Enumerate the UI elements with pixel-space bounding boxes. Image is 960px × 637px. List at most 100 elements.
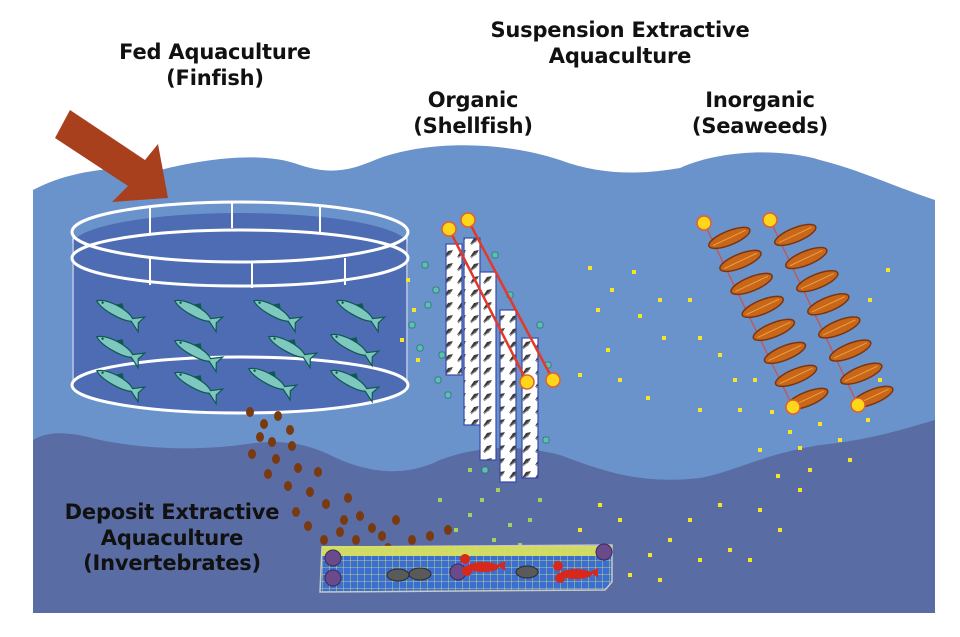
inorganic-particle [848, 458, 852, 462]
particle [492, 538, 496, 542]
shellfish-particle [438, 351, 446, 359]
particle [538, 498, 542, 502]
inorganic-particle [658, 298, 662, 302]
label-organic-shellfish: Organic (Shellfish) [388, 88, 558, 139]
inorganic-particle [770, 410, 774, 414]
organic-particle [286, 425, 294, 435]
organic-particle [246, 407, 254, 417]
organic-particle [444, 525, 452, 535]
inorganic-particle [588, 266, 592, 270]
label-deposit-extractive: Deposit Extractive Aquaculture (Inverteb… [22, 500, 322, 577]
seaweed-blade-icon [773, 223, 817, 247]
inorganic-particle [718, 353, 722, 357]
particle [468, 513, 472, 517]
fish-icon [335, 299, 387, 334]
fish-icon [173, 339, 225, 374]
seaweed-blade-icon [774, 364, 818, 388]
buoy-icon [519, 374, 535, 390]
inorganic-particle [578, 373, 582, 377]
inorganic-particle [838, 438, 842, 442]
fish-icon [95, 335, 147, 370]
organic-particle [294, 463, 302, 473]
organic-particle [344, 493, 352, 503]
organic-particle [322, 499, 330, 509]
organic-particle [272, 454, 280, 464]
sea-urchin-icon [324, 549, 342, 567]
sea-cucumber-icon [386, 568, 410, 582]
seaweed-blade-icon [719, 249, 762, 273]
organic-particle [368, 523, 376, 533]
organic-particle [426, 531, 434, 541]
label-line: Aquaculture [548, 43, 692, 68]
shellfish-particle [481, 466, 489, 474]
seaweed-blade-icon [752, 318, 796, 342]
inorganic-particle [648, 553, 652, 557]
seaweed-blade-icon [806, 293, 850, 316]
label-line: (Finfish) [166, 65, 264, 90]
particle [528, 518, 532, 522]
inorganic-particle [798, 488, 802, 492]
inorganic-particle [758, 448, 762, 452]
seaweed-blade-icon [708, 226, 751, 250]
inorganic-particle [646, 396, 650, 400]
inorganic-particle [412, 308, 416, 312]
organic-particle [288, 441, 296, 451]
finfish-net-pen [70, 200, 410, 415]
inorganic-particle [886, 268, 890, 272]
label-line: (Seaweeds) [691, 113, 829, 138]
seaweed-blade-icon [784, 246, 828, 270]
label-line: Deposit Extractive [64, 500, 280, 524]
shellfish-particle [421, 261, 429, 269]
inorganic-particle [776, 474, 780, 478]
organic-particle [306, 487, 314, 497]
inorganic-particle [628, 573, 632, 577]
organic-particle [304, 521, 312, 531]
shellfish-particle [408, 321, 416, 329]
inorganic-particle [662, 336, 666, 340]
seaweed-blade-icon [828, 339, 872, 362]
sea-cucumber-icon [408, 567, 432, 581]
inorganic-particle [688, 298, 692, 302]
sea-urchin-icon [595, 543, 613, 561]
shellfish-particle [424, 301, 432, 309]
fish-icon [95, 299, 147, 334]
label-line: Inorganic [705, 88, 815, 112]
buoy-icon [441, 221, 457, 237]
inorganic-particle [733, 378, 737, 382]
seaweed-blade-icon [795, 269, 839, 293]
label-suspension-extractive: Suspension Extractive Aquaculture [455, 18, 785, 69]
organic-particle [256, 432, 264, 442]
shellfish-particle [444, 391, 452, 399]
buoy-icon [762, 212, 778, 228]
particle [508, 523, 512, 527]
inorganic-particle [578, 528, 582, 532]
shellfish-particle [416, 344, 424, 352]
label-line: Organic [427, 88, 519, 112]
organic-particle [248, 449, 256, 459]
shellfish-column [521, 337, 539, 479]
seaweed-blade-icon [730, 272, 773, 296]
inorganic-particle [798, 446, 802, 450]
shellfish-particle [542, 436, 550, 444]
seaweed-blade-icon [817, 316, 861, 339]
inorganic-particle [400, 338, 404, 342]
inorganic-particle [718, 503, 722, 507]
particle [496, 488, 500, 492]
organic-particle [268, 437, 276, 447]
fish-icon [252, 299, 304, 334]
particle [468, 468, 472, 472]
longline [447, 228, 529, 383]
shellfish-particle [536, 321, 544, 329]
buoy-icon [696, 215, 712, 231]
inorganic-particle [668, 538, 672, 542]
label-fed-aquaculture: Fed Aquaculture (Finfish) [95, 40, 335, 91]
inorganic-particle [596, 308, 600, 312]
organic-particle [392, 515, 400, 525]
inorganic-particle [778, 528, 782, 532]
organic-particle [340, 515, 348, 525]
organic-particle [260, 419, 268, 429]
inorganic-particle [638, 314, 642, 318]
organic-particle [378, 531, 386, 541]
shellfish-particle [434, 376, 442, 384]
